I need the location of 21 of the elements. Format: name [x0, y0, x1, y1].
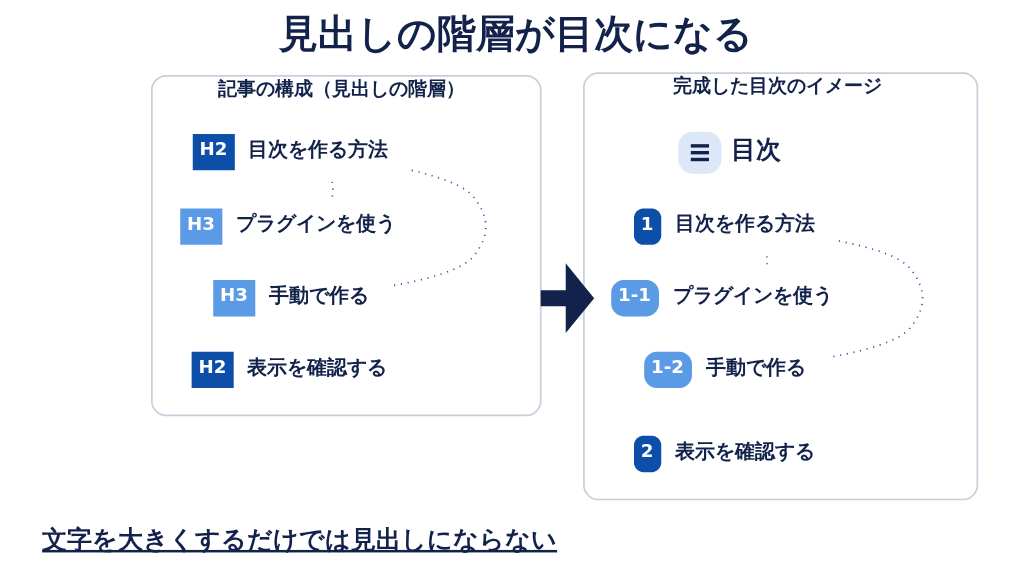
node-label: 目次を作る方法 — [674, 211, 815, 236]
diagram-title: 見出しの階層が目次になる — [278, 11, 753, 57]
node-label: 表示を確認する — [247, 354, 388, 379]
node-label: 目次を作る方法 — [248, 136, 389, 161]
node-label: 目次 — [730, 134, 781, 164]
node-label: 表示を確認する — [674, 438, 815, 463]
node-box: H2 — [191, 351, 234, 389]
node-box: 1-2 — [644, 351, 692, 389]
node-box: 1-1 — [611, 280, 659, 317]
arrow — [540, 263, 595, 334]
node-label: プラグインを使う — [235, 211, 396, 236]
node-box: H2 — [192, 133, 235, 171]
node-label: 手動で作る — [705, 354, 806, 379]
node-label: プラグインを使う — [672, 283, 833, 308]
node-box: H3 — [180, 208, 223, 245]
node-box: 1 — [633, 208, 662, 245]
connector — [331, 180, 334, 198]
label: 文字を大きくするだけでは見出しにならない — [42, 524, 558, 554]
node-box: H3 — [213, 280, 256, 317]
node-box: 2 — [633, 435, 662, 473]
node-label: 手動で作る — [268, 283, 369, 308]
